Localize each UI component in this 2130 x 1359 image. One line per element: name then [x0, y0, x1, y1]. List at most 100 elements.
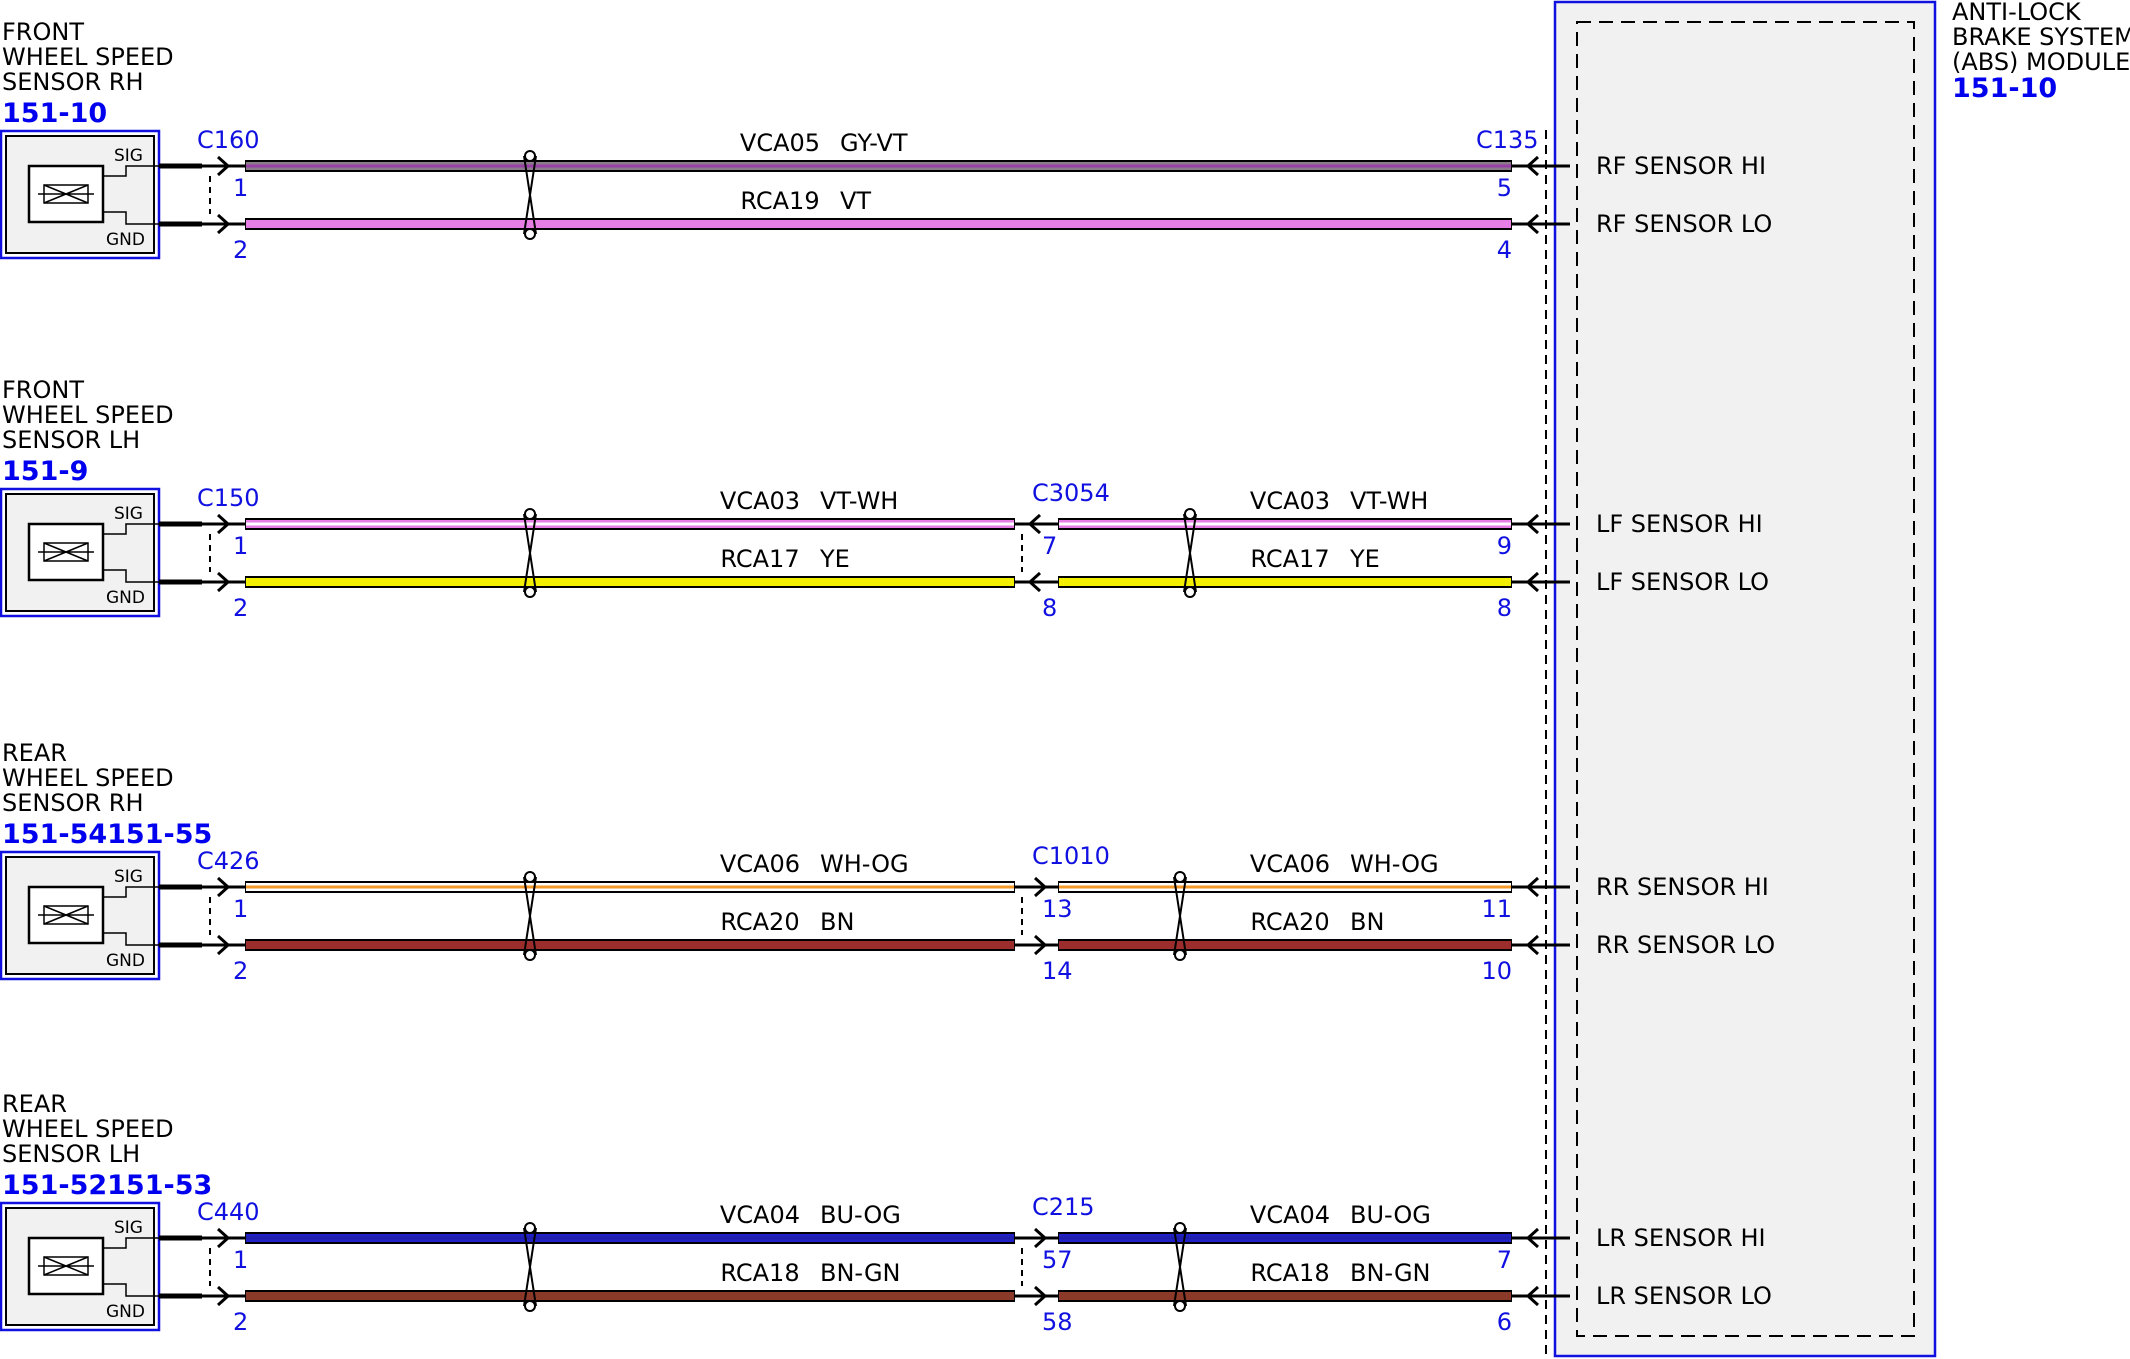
twisted-pair-2-top-node: [1174, 871, 1186, 883]
twisted-pair-2-cross: [1173, 1227, 1187, 1307]
sensor-code: 151-10: [2, 98, 107, 129]
module-pin-label: LR SENSOR HI: [1596, 1224, 1766, 1252]
inline-connector-pin-hi-number: 13: [1042, 895, 1073, 923]
sensor-connector-pin-1: 1: [233, 895, 248, 923]
twisted-pair-1-bottom-node: [524, 949, 536, 961]
circuit-color-seg-1: VT-WH: [820, 487, 898, 515]
inline-connector-pin-lo-number: 58: [1042, 1308, 1073, 1336]
pin-gnd-label: GND: [106, 1302, 145, 1322]
circuit-id-seg-1: RCA20: [720, 908, 799, 936]
module-pin-number: 10: [1481, 957, 1512, 985]
module-pin-number: 6: [1497, 1308, 1512, 1336]
sensor-connector-pin-2: 2: [233, 1308, 248, 1336]
sensor-connector-pin-2: 2: [233, 236, 248, 264]
module-pin-number: 8: [1497, 594, 1512, 622]
abs-module-code[interactable]: 151-10: [1952, 73, 2057, 104]
module-pin-number: 11: [1481, 895, 1512, 923]
module-pin-number: 4: [1497, 236, 1512, 264]
circuit-id-seg-2: RCA20: [1250, 908, 1329, 936]
module-pin-label: RR SENSOR LO: [1596, 931, 1775, 959]
sensor-name-line-1: FRONT: [2, 376, 84, 404]
sensor-internal-leads: [103, 1237, 160, 1297]
twisted-pair-2-top-node: [1184, 508, 1196, 520]
sensor-connector-pin-2: 2: [233, 594, 248, 622]
circuit-id-seg-1: VCA06: [720, 850, 800, 878]
pin-sig-label: SIG: [114, 504, 143, 524]
sensor-internal-leads: [103, 886, 160, 946]
circuit-color-seg-2: VT-WH: [1350, 487, 1428, 515]
sensor-connector-pin-1: 1: [233, 1246, 248, 1274]
inline-connector-label: C3054: [1032, 479, 1110, 507]
twisted-pair-2-cross: [1183, 513, 1197, 593]
pin-sig-label: SIG: [114, 146, 143, 166]
inline-connector-pin-hi-number: 7: [1042, 532, 1057, 560]
circuit-color-seg-1: BU-OG: [820, 1201, 901, 1229]
twisted-pair-1-cross: [523, 1227, 537, 1307]
sensor-code: 151-52151-53: [2, 1170, 212, 1201]
circuit-id-seg-2: VCA04: [1250, 1201, 1330, 1229]
circuit-color-seg-1: GY-VT: [840, 129, 908, 157]
twisted-pair-2-top-node: [1174, 1222, 1186, 1234]
sensor-connector-label: C426: [197, 847, 260, 875]
twisted-pair-1-cross: [523, 513, 537, 593]
sensor-name-line-2: WHEEL SPEED: [2, 1115, 174, 1143]
circuit-color-seg-2: BU-OG: [1350, 1201, 1431, 1229]
twisted-pair-2-bottom-node: [1184, 586, 1196, 598]
circuit-id-seg-2: VCA03: [1250, 487, 1330, 515]
sensor-code: 151-9: [2, 456, 88, 487]
sensor-name-line-1: REAR: [2, 739, 67, 767]
module-pin-label: LF SENSOR HI: [1596, 510, 1763, 538]
module-pin-label: RR SENSOR HI: [1596, 873, 1769, 901]
circuit-color-seg-1: BN-GN: [820, 1259, 901, 1287]
circuit-id-seg-2: VCA06: [1250, 850, 1330, 878]
circuit-id-seg-1: VCA05: [740, 129, 820, 157]
circuit-id-seg-1: VCA03: [720, 487, 800, 515]
circuit-id-seg-1: RCA19: [740, 187, 819, 215]
sensor-connector-label: C440: [197, 1198, 260, 1226]
twisted-pair-2-cross: [1173, 876, 1187, 956]
circuit-color-seg-2: YE: [1349, 545, 1380, 573]
sensor-name-line-1: REAR: [2, 1090, 67, 1118]
twisted-pair-1-bottom-node: [524, 586, 536, 598]
sensor-connector-pin-1: 1: [233, 174, 248, 202]
pin-gnd-label: GND: [106, 230, 145, 250]
module-pin-number: 7: [1497, 1246, 1512, 1274]
circuit-color-seg-1: BN: [820, 908, 854, 936]
module-pin-number: 9: [1497, 532, 1512, 560]
twisted-pair-1-top-node: [524, 871, 536, 883]
sensor-name-line-1: FRONT: [2, 18, 84, 46]
circuit-id-seg-2: RCA17: [1250, 545, 1329, 573]
twisted-pair-1-bottom-node: [524, 228, 536, 240]
sensor-name-line-3: SENSOR RH: [2, 68, 144, 96]
twisted-pair-1-cross: [523, 155, 537, 235]
circuit-color-seg-2: BN-GN: [1350, 1259, 1431, 1287]
sensor-code: 151-54151-55: [2, 819, 212, 850]
module-pin-label: LF SENSOR LO: [1596, 568, 1769, 596]
c135-connector-label[interactable]: C135: [1476, 126, 1539, 154]
abs-module-title-line-1: ANTI-LOCK: [1952, 0, 2082, 26]
sensor-name-line-2: WHEEL SPEED: [2, 43, 174, 71]
circuit-color-seg-1: WH-OG: [820, 850, 909, 878]
pin-sig-label: SIG: [114, 1218, 143, 1238]
abs-module: ANTI-LOCK BRAKE SYSTEM (ABS) MODULE 151-…: [1476, 0, 2130, 1358]
twisted-pair-1-bottom-node: [524, 1300, 536, 1312]
inline-connector-pin-lo-number: 8: [1042, 594, 1057, 622]
twisted-pair-1-top-node: [524, 1222, 536, 1234]
sensor-element-cross: [38, 1256, 94, 1276]
sensor-internal-leads: [103, 523, 160, 583]
circuit-id-seg-1: VCA04: [720, 1201, 800, 1229]
sensor-name-line-3: SENSOR LH: [2, 426, 140, 454]
abs-module-inner-boundary: [1576, 21, 1915, 1337]
circuit-color-seg-1: YE: [819, 545, 850, 573]
circuit-id-seg-2: RCA18: [1250, 1259, 1329, 1287]
sensor-name-line-3: SENSOR LH: [2, 1140, 140, 1168]
twisted-pair-2-bottom-node: [1174, 1300, 1186, 1312]
inline-connector-label: C215: [1032, 1193, 1095, 1221]
abs-module-title-line-3: (ABS) MODULE: [1952, 48, 2130, 76]
abs-module-title-line-2: BRAKE SYSTEM: [1952, 23, 2130, 51]
